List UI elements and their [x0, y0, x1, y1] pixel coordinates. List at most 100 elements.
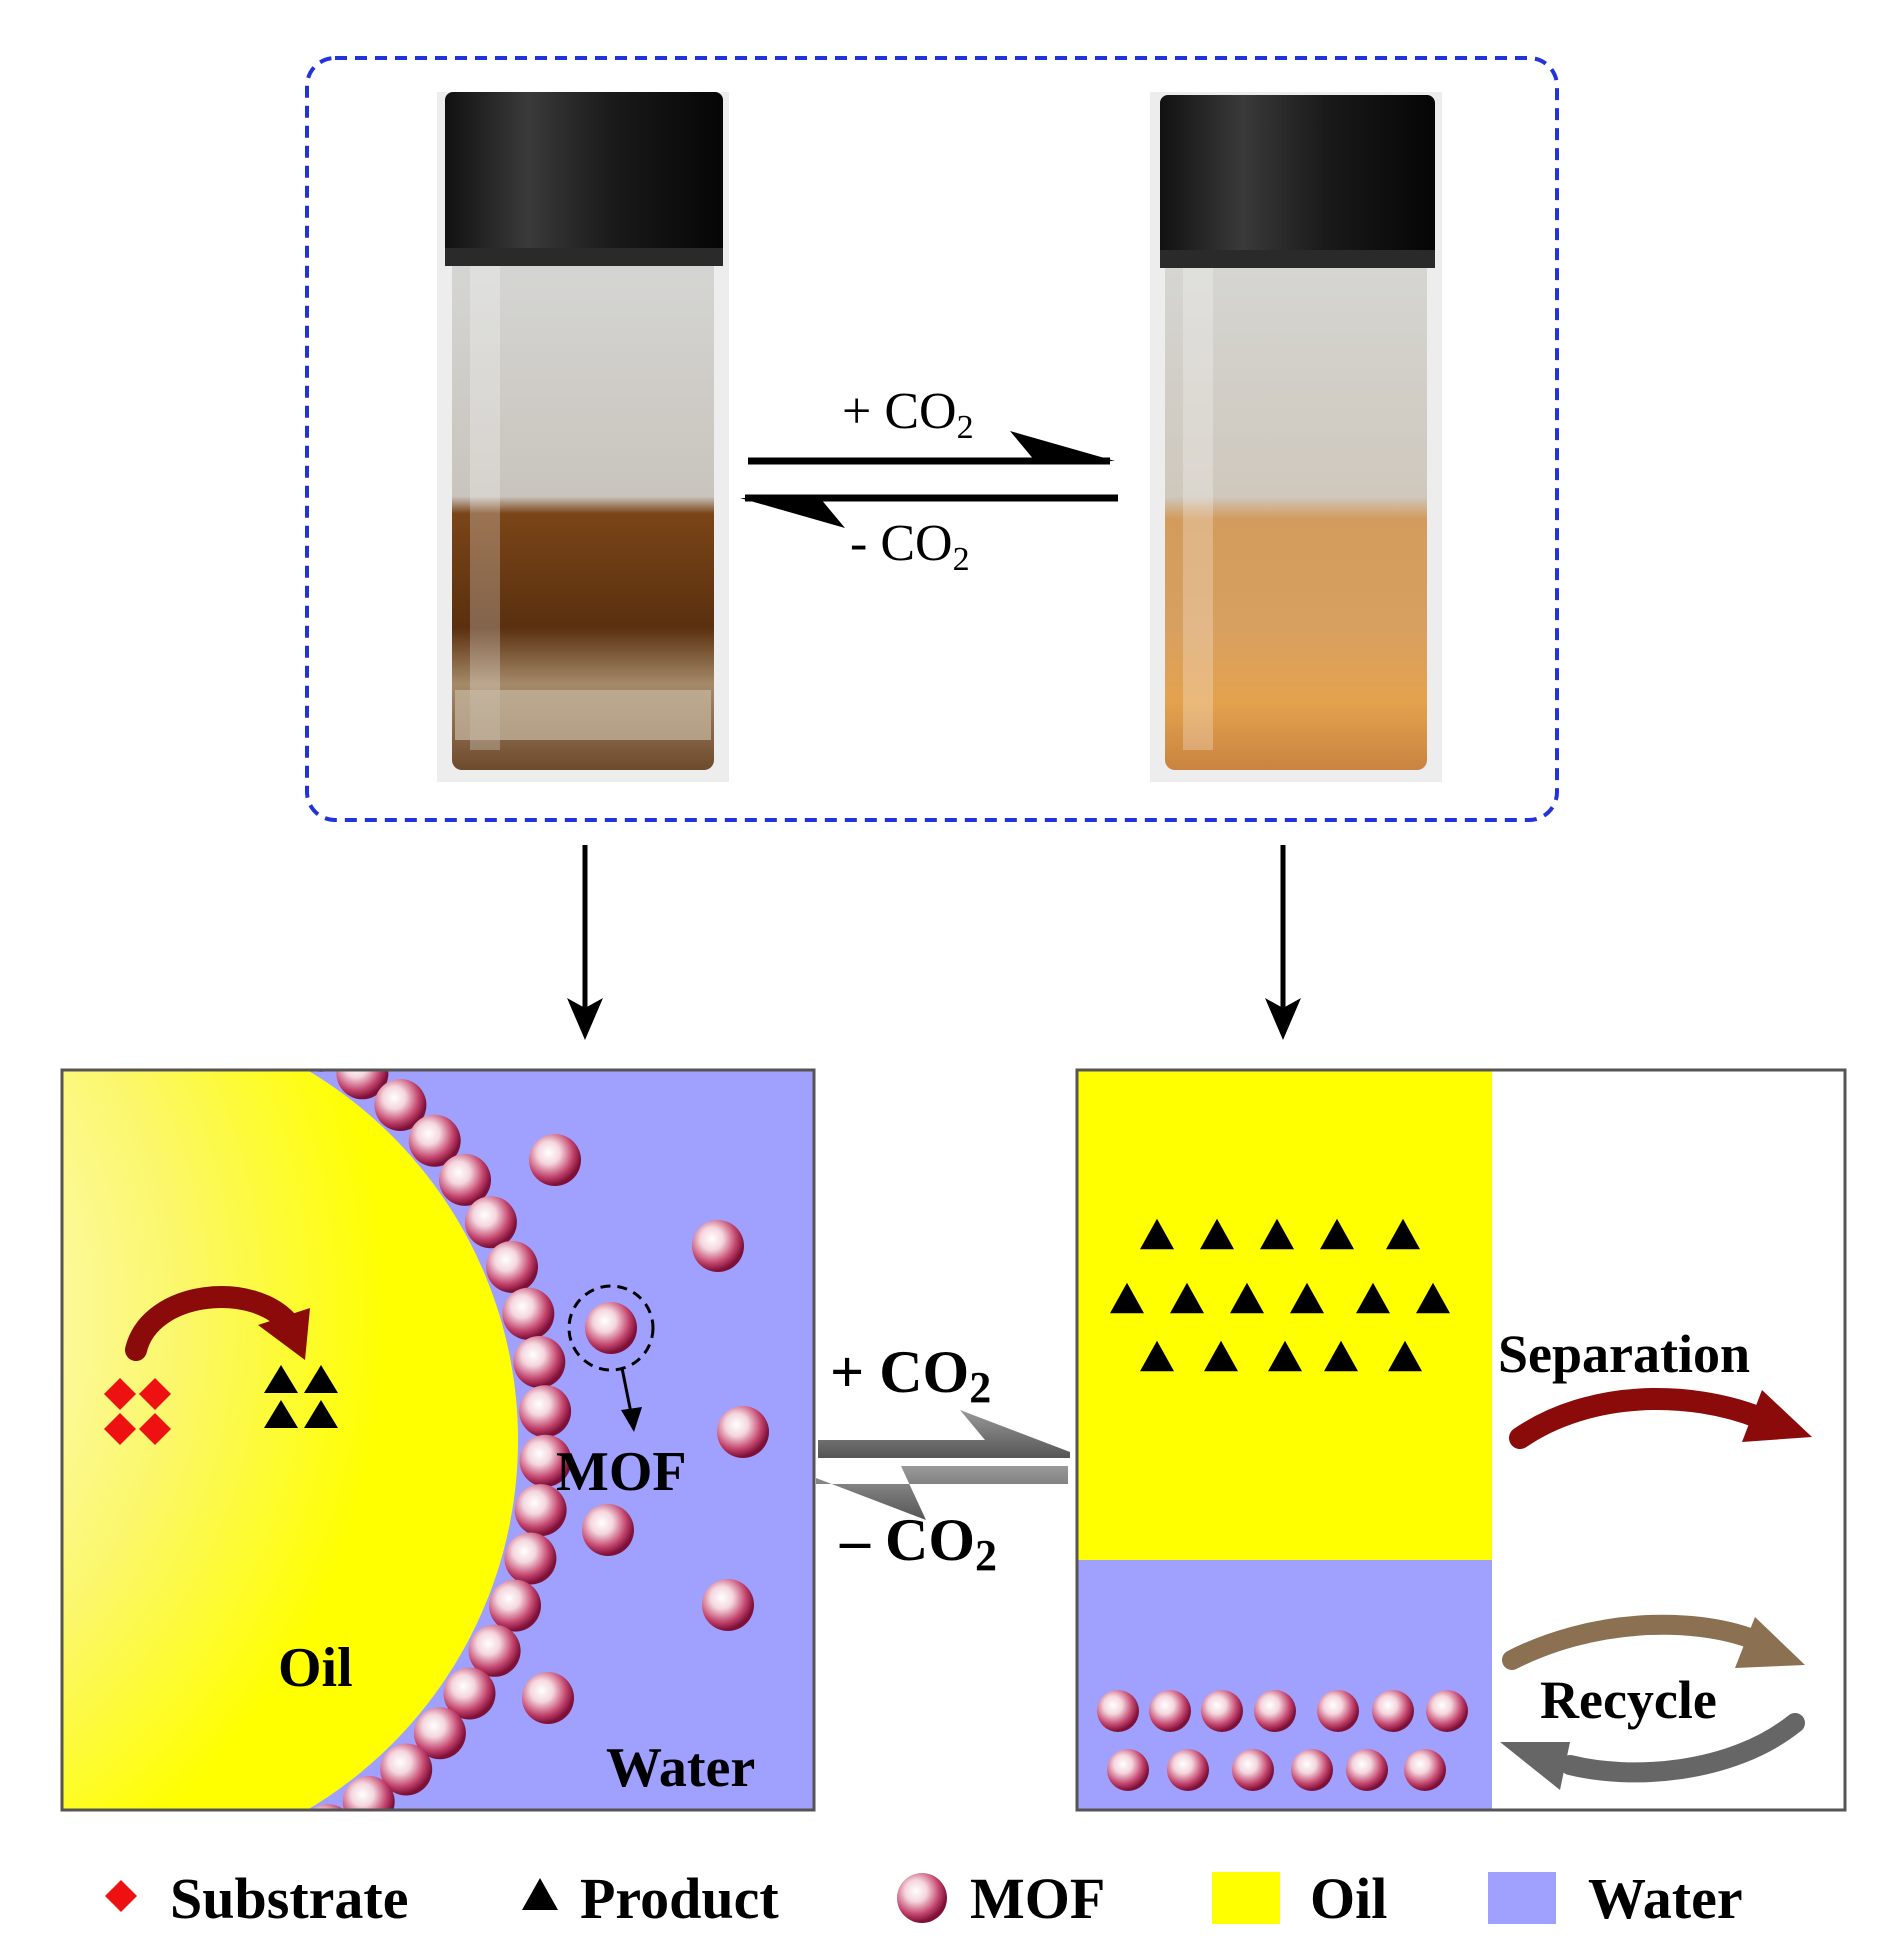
product-marker	[1386, 1218, 1420, 1250]
separation-arrow	[1509, 1388, 1812, 1449]
mof-particle	[519, 1434, 572, 1487]
mof-interface-layer	[157, 966, 572, 1810]
product-marker	[1260, 1218, 1294, 1250]
oil-label: Oil	[278, 1637, 353, 1699]
mof-particle	[486, 1240, 538, 1293]
legend-oil-label: Oil	[1310, 1866, 1387, 1931]
mof-particle	[692, 1220, 744, 1272]
product-marker	[1320, 1218, 1354, 1250]
reaction-arrow	[125, 1286, 310, 1361]
product-marker	[1170, 1282, 1204, 1314]
mof-highlight-particle	[585, 1302, 637, 1354]
mof-particle	[1404, 1749, 1446, 1791]
mof-particle	[1232, 1749, 1274, 1791]
legend-oil-swatch	[1212, 1872, 1280, 1924]
mof-particle	[374, 1079, 427, 1131]
mof-particle	[529, 1134, 581, 1186]
oil-phase	[1077, 1070, 1492, 1560]
center-forward-label: + CO2	[830, 1339, 991, 1412]
mof-particle	[522, 1672, 574, 1724]
recycle-arrow-bottom	[1500, 1713, 1805, 1790]
mof-particle	[439, 1153, 491, 1206]
legend-product-icon	[522, 1878, 558, 1910]
product-marker	[1268, 1340, 1302, 1372]
mof-particle	[502, 1287, 555, 1340]
vial-left-photo	[437, 92, 729, 782]
recycle-arrow-top	[1502, 1614, 1805, 1670]
product-marker	[1290, 1282, 1324, 1314]
legend-product-label: Product	[580, 1866, 779, 1931]
product-marker	[1204, 1340, 1238, 1372]
product-marker	[1388, 1340, 1422, 1372]
oil-droplet	[62, 1070, 518, 1810]
mof-particle	[443, 1667, 496, 1720]
mof-particle	[1254, 1690, 1296, 1732]
mof-particle	[514, 1484, 567, 1537]
separation-label: Separation	[1498, 1324, 1750, 1384]
mof-particle	[702, 1579, 754, 1631]
recycle-label: Recycle	[1540, 1670, 1717, 1730]
legend-mof-icon	[897, 1873, 947, 1923]
product-marker	[1356, 1282, 1390, 1314]
mof-particle	[1372, 1690, 1414, 1732]
mof-particle	[1291, 1749, 1333, 1791]
mof-pointer-arrow	[620, 1367, 642, 1432]
mof-settled-layer	[1097, 1690, 1468, 1791]
separated-panel: Separation Recycle	[1075, 1068, 1847, 1812]
mof-particle	[157, 966, 209, 1018]
mof-particle	[513, 1336, 566, 1388]
product-marker	[1230, 1282, 1264, 1314]
mof-particle	[251, 997, 303, 1049]
mof-particle	[1097, 1690, 1139, 1732]
mof-particle	[311, 1804, 345, 1810]
mof-particle	[408, 1114, 461, 1167]
mof-particle	[1426, 1690, 1468, 1732]
product-marker	[1140, 1218, 1174, 1250]
photo-forward-label: + CO2	[842, 383, 974, 446]
mof-particle	[1149, 1690, 1191, 1732]
mof-particles-free	[522, 1134, 769, 1724]
product-marker	[1200, 1218, 1234, 1250]
down-arrow-left	[567, 845, 603, 1040]
down-arrow-right	[1265, 845, 1301, 1040]
photo-equilibrium-arrows	[740, 431, 1118, 528]
mof-particle	[413, 1707, 466, 1760]
mof-particle	[1317, 1690, 1359, 1732]
product-marker	[1140, 1340, 1174, 1372]
mof-particle	[464, 1196, 517, 1249]
emulsion-panel: MOF Oil Water	[60, 966, 816, 1812]
product-marker	[1416, 1282, 1450, 1314]
mof-particle	[717, 1406, 769, 1458]
mof-particle	[489, 1579, 541, 1632]
mof-particle	[1201, 1690, 1243, 1732]
mof-particle	[504, 1532, 557, 1585]
product-in-oil	[1110, 1218, 1450, 1372]
product-cluster	[264, 1365, 338, 1428]
mof-particle	[311, 1070, 331, 1072]
mof-particle	[205, 979, 257, 1031]
mof-particle	[582, 1504, 634, 1556]
mof-particle	[468, 1624, 521, 1677]
mof-label: MOF	[556, 1441, 687, 1503]
center-reverse-label: – CO2	[839, 1507, 997, 1580]
mof-particle	[1107, 1749, 1149, 1791]
vial-right-photo	[1150, 92, 1442, 782]
mof-particle	[342, 1775, 395, 1810]
mof-particle	[519, 1385, 572, 1438]
legend-substrate-icon	[105, 1880, 137, 1912]
legend-water-swatch	[1488, 1872, 1556, 1924]
product-marker	[1324, 1340, 1358, 1372]
mof-particle	[380, 1743, 433, 1796]
legend-substrate-label: Substrate	[170, 1866, 408, 1931]
mof-highlight-ring	[567, 1284, 655, 1372]
photo-dashed-frame	[305, 56, 1559, 822]
legend-water-label: Water	[1588, 1866, 1743, 1931]
water-label: Water	[606, 1737, 755, 1799]
mof-particle	[1167, 1749, 1209, 1791]
photo-reverse-label: - CO2	[850, 515, 970, 578]
mof-particle	[1346, 1749, 1388, 1791]
mof-particle	[336, 1070, 389, 1100]
product-marker	[1110, 1282, 1144, 1314]
center-equilibrium-arrows	[816, 1410, 1070, 1520]
